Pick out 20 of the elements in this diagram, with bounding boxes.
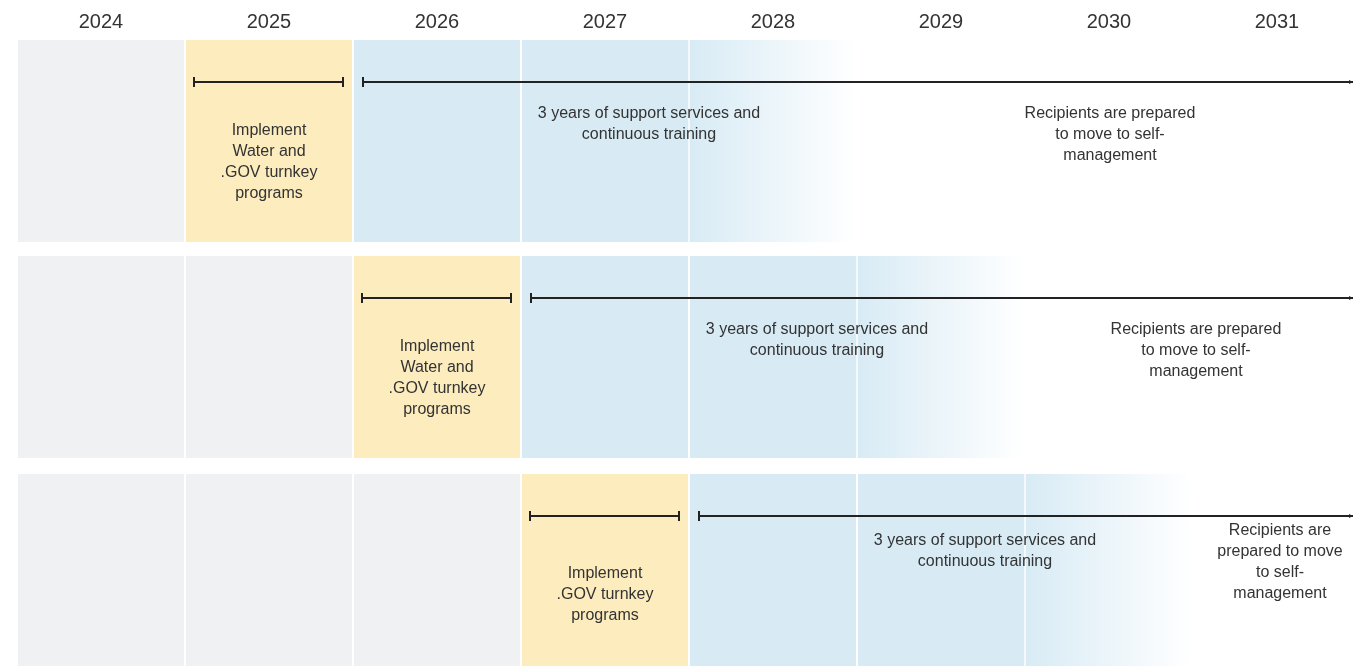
- implement-text: Implement Water and .GOV turnkey programs: [220, 120, 318, 203]
- outcome-text: Recipients are prepared to move to self-management: [1023, 103, 1197, 165]
- year-label: 2024: [77, 10, 125, 33]
- year-label: 2030: [1085, 10, 1133, 33]
- implement-text: Implement Water and .GOV turnkey programs: [388, 336, 486, 419]
- year-label: 2029: [917, 10, 965, 33]
- year-label: 2026: [413, 10, 461, 33]
- outcome-text: Recipients are prepared to move to self-management: [1216, 520, 1344, 603]
- year-label: 2027: [581, 10, 629, 33]
- implement-box: [186, 40, 352, 242]
- year-label: 2025: [245, 10, 293, 33]
- year-label: 2031: [1253, 10, 1301, 33]
- support-text: 3 years of support services and continuous training: [704, 319, 930, 360]
- implement-box: [354, 256, 520, 458]
- implement-box: [522, 474, 688, 666]
- year-label: 2028: [749, 10, 797, 33]
- support-text: 3 years of support services and continuous training: [872, 530, 1098, 571]
- support-text: 3 years of support services and continuous training: [536, 103, 762, 144]
- implement-text: Implement .GOV turnkey programs: [556, 563, 654, 625]
- outcome-text: Recipients are prepared to move to self-management: [1109, 319, 1283, 381]
